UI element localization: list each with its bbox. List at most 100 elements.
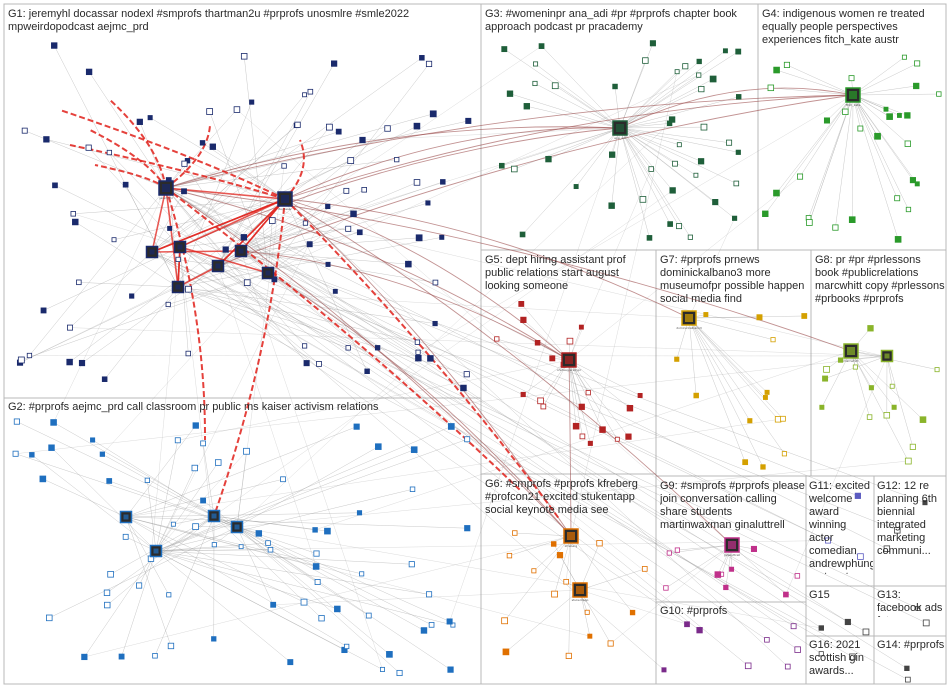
graph-node (433, 321, 437, 325)
graph-node (736, 94, 741, 99)
strong-edge (166, 188, 520, 490)
edge (49, 527, 237, 618)
hub-node-label: stukentapp (572, 598, 589, 602)
graph-node (386, 651, 392, 657)
hub-node-avatar (281, 195, 289, 203)
edge (689, 318, 745, 462)
graph-node (271, 602, 276, 607)
graph-node (314, 551, 319, 556)
graph-node (46, 615, 52, 621)
graph-node (890, 384, 894, 388)
edge (620, 72, 677, 128)
graph-node (723, 49, 727, 53)
graph-node (53, 183, 58, 188)
edge (620, 75, 699, 128)
graph-node (13, 451, 18, 456)
edge (102, 454, 214, 516)
hub-node-avatar (567, 532, 575, 540)
graph-node (715, 572, 721, 578)
graph-node (662, 668, 666, 672)
graph-node (375, 345, 380, 350)
graph-node (937, 92, 942, 97)
edge (218, 266, 700, 630)
graph-node (281, 477, 286, 482)
graph-node (736, 49, 741, 54)
graph-node (567, 338, 573, 344)
graph-node (411, 447, 417, 453)
edge (851, 351, 937, 370)
graph-node (502, 47, 507, 52)
graph-node (535, 340, 540, 345)
graph-node (171, 522, 175, 526)
graph-node (845, 619, 850, 624)
graph-node (360, 137, 365, 142)
inter-group-edge (166, 95, 853, 188)
group-title-g12: G12: 12 re planning 6th biennial integra… (877, 480, 945, 574)
hub-node-label: dominickalbano3 (676, 326, 702, 330)
graph-node (745, 663, 751, 669)
graph-node (130, 294, 134, 298)
graph-node (223, 247, 228, 252)
graph-node (585, 610, 589, 614)
group-title-g13: G13: facebook ads future... (877, 589, 945, 617)
group-title-g9: G9: #smprofs #prprofs please join conver… (660, 480, 805, 534)
graph-node (100, 452, 104, 456)
graph-node (697, 59, 701, 63)
edge (178, 287, 348, 348)
strong-edge (95, 165, 166, 188)
graph-node (609, 203, 615, 209)
edge (156, 439, 467, 551)
edge (43, 479, 126, 517)
graph-node (307, 242, 312, 247)
graph-node (166, 302, 170, 306)
edge (853, 95, 908, 209)
edge (89, 72, 166, 188)
graph-node (465, 437, 470, 442)
graph-node (588, 634, 592, 638)
edge (268, 273, 798, 650)
graph-node (630, 610, 635, 615)
graph-node (550, 356, 555, 361)
graph-node (362, 187, 367, 192)
graph-node (464, 372, 469, 377)
graph-node (920, 417, 926, 423)
graph-node (421, 628, 427, 634)
graph-node (768, 85, 774, 91)
edge (237, 527, 424, 630)
edge (620, 66, 685, 128)
edge (689, 318, 750, 421)
graph-node (650, 41, 655, 46)
graph-node (734, 181, 739, 186)
graph-node (701, 124, 707, 130)
graph-node (677, 143, 681, 147)
graph-node (688, 235, 692, 239)
edge (505, 536, 571, 621)
hub-node-avatar (124, 515, 129, 520)
graph-node (409, 562, 414, 567)
graph-node (301, 599, 307, 605)
graph-node (137, 119, 142, 124)
graph-node (415, 340, 419, 344)
graph-node (354, 424, 359, 429)
graph-node (167, 593, 171, 597)
graph-node (313, 564, 319, 570)
graph-node (640, 196, 646, 202)
graph-node (905, 113, 911, 119)
group-title-g2: G2: #prprofs aejmc_prd call classroom pr… (8, 401, 478, 415)
graph-node (685, 622, 690, 627)
graph-node (824, 118, 829, 123)
graph-node (502, 618, 508, 624)
group-title-g3: G3: #womeninpr ana_adi #pr #prprofs chap… (485, 8, 755, 36)
graph-node (433, 280, 438, 285)
graph-node (771, 338, 775, 342)
graph-node (282, 164, 287, 169)
graph-node (77, 280, 82, 285)
group-title-g14: G14: #prprofs (877, 639, 945, 667)
graph-node (905, 141, 911, 147)
graph-node (597, 540, 603, 546)
graph-node (79, 360, 84, 365)
graph-node (668, 222, 673, 227)
graph-node (447, 619, 452, 624)
graph-node (241, 234, 247, 240)
graph-node (761, 465, 765, 469)
